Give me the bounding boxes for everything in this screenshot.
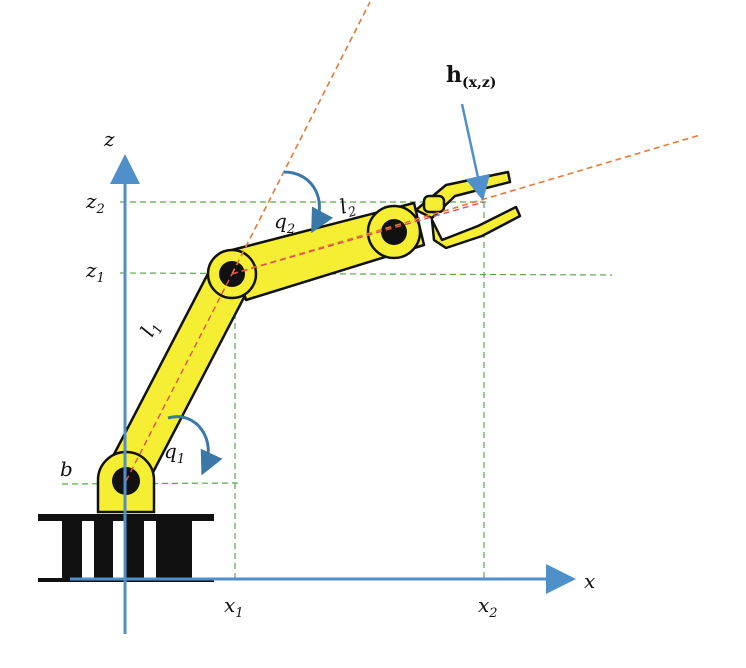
q1-label-main: q	[164, 439, 177, 463]
x2-label: x2	[478, 593, 498, 621]
x-axis-label: x	[584, 569, 595, 593]
h-label: h(x,z)	[446, 62, 496, 91]
x2-label-sub: 2	[488, 606, 497, 621]
angle-rays	[231, 1, 701, 275]
x1-label-main: x	[224, 593, 235, 617]
l1-label: l1	[135, 316, 167, 342]
q2-label: q2	[274, 209, 295, 237]
link1-centerline	[125, 273, 233, 482]
h-pointer-arrow	[460, 103, 490, 201]
ray-link1-extension	[231, 1, 371, 275]
q1-rotation-arrow	[167, 415, 223, 476]
h-label-main: h	[446, 62, 462, 88]
z2-label: z2	[85, 189, 105, 217]
z2-label-sub: 2	[96, 202, 105, 217]
gripper	[414, 170, 522, 250]
x1-label-sub: 1	[235, 606, 243, 621]
z2-label-main: z	[85, 189, 97, 213]
q1-label-sub: 1	[177, 452, 185, 467]
z1-guide	[119, 272, 613, 276]
l2-label-sub: 2	[346, 204, 359, 221]
z1-label: z1	[85, 258, 105, 286]
ray-link2-extension	[231, 134, 701, 275]
z-axis-label: z	[103, 127, 115, 151]
axes	[70, 154, 576, 634]
b-label: b	[60, 457, 73, 481]
x2-label-main: x	[478, 593, 489, 617]
q2-label-main: q	[274, 209, 287, 233]
x1-label: x1	[224, 593, 244, 621]
z1-label-main: z	[85, 258, 97, 282]
q2-label-sub: 2	[286, 222, 295, 237]
l2-label: l2	[337, 192, 359, 223]
z1-label-sub: 1	[97, 271, 105, 286]
wrist-joint	[366, 204, 422, 260]
q1-label: q1	[164, 439, 185, 467]
h-label-sub: (x,z)	[462, 75, 496, 91]
arm-centerlines	[125, 201, 485, 482]
q2-rotation-arrow	[283, 170, 334, 234]
guide-lines	[61, 201, 613, 580]
link2-centerline	[231, 201, 485, 275]
